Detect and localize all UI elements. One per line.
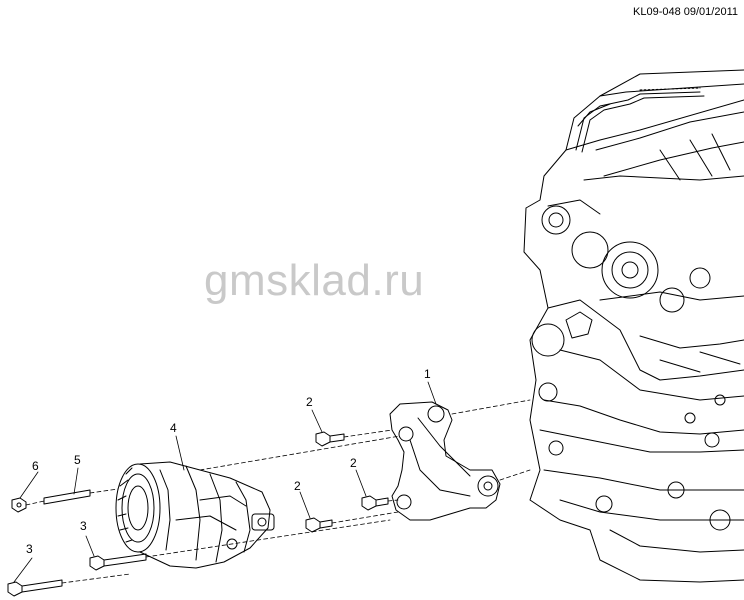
- callout-1: 1: [424, 367, 431, 381]
- alignment-lines: [25, 399, 531, 584]
- callout-leaders: [13, 381, 437, 583]
- ac-compressor: [115, 461, 275, 569]
- callout-3-upper: 3: [80, 519, 87, 533]
- fasteners: [7, 431, 389, 597]
- engine-assembly: [523, 69, 744, 583]
- watermark: gmsklad.ru: [204, 256, 425, 305]
- callout-labels: 1 2 2 2 3 3 4 5 6: [26, 367, 431, 556]
- callout-5: 5: [74, 453, 81, 467]
- callout-4: 4: [170, 421, 177, 435]
- compressor-bracket: [389, 401, 501, 521]
- callout-3-lower: 3: [26, 542, 33, 556]
- figure-reference: KL09-048 09/01/2011: [633, 6, 738, 18]
- callout-6: 6: [32, 459, 39, 473]
- callout-2-upper: 2: [306, 395, 313, 409]
- callout-2-lower: 2: [294, 479, 301, 493]
- callout-2-right: 2: [350, 456, 357, 470]
